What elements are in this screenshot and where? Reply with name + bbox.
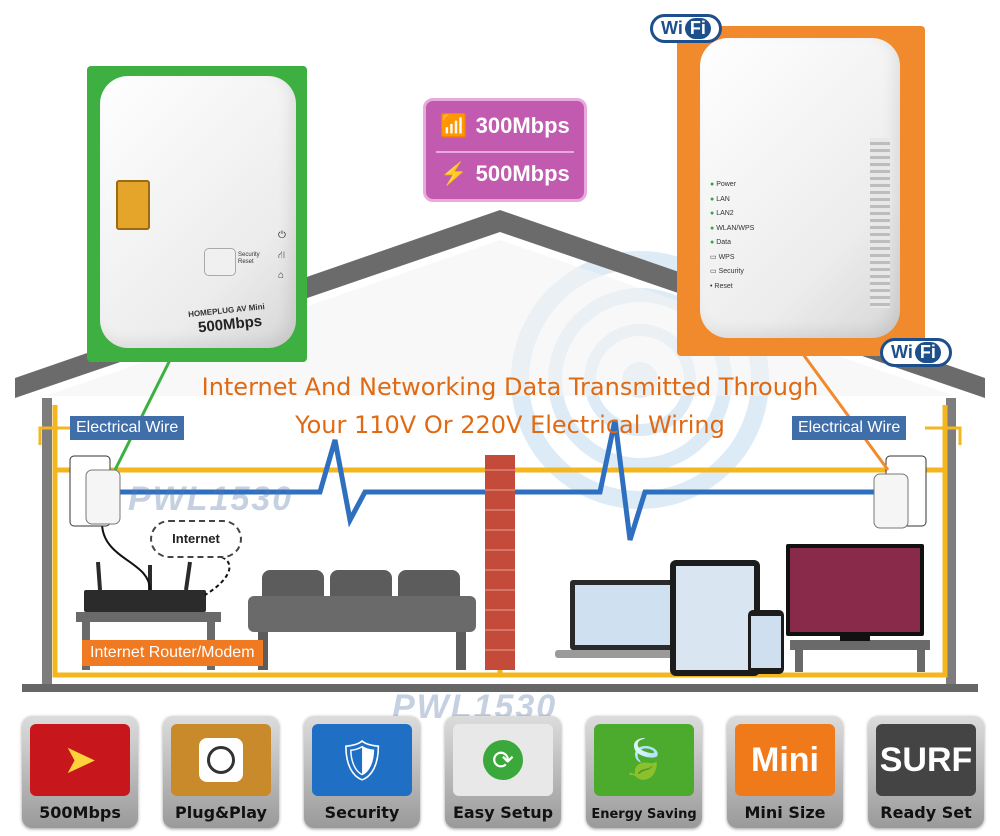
electrical-wire-label-right: Electrical Wire: [792, 416, 907, 440]
led-icons: ⏻⛙⌂: [278, 230, 286, 281]
shield-lock-icon: 🛡: [336, 738, 388, 783]
feature-label: Mini Size: [744, 803, 826, 822]
btn-wps: ▭ WPS: [710, 253, 735, 261]
sofa: [248, 570, 476, 670]
laptop: [555, 580, 695, 658]
tile-plug-play: [171, 724, 271, 796]
wall-outlet-right: [873, 455, 927, 529]
feature-energy-saving: 🍃 Energy Saving: [586, 716, 702, 828]
tv: [786, 544, 924, 641]
tablet: [670, 560, 760, 676]
mini-text-icon: Mini: [751, 740, 819, 779]
surf-text-icon: SURF: [879, 740, 973, 779]
powerline-adapter-left: Security Reset ⏻⛙⌂ HOMEPLUG AV Mini 500M…: [100, 76, 296, 348]
watermark-top: PWL1530: [128, 480, 294, 518]
tile-mini-size: Mini: [735, 724, 835, 796]
security-reset-label: Security Reset: [238, 252, 260, 265]
headline: Internet And Networking Data Transmitted…: [160, 368, 860, 444]
wifi-speed-row: 📶 300Mbps: [426, 113, 584, 139]
feature-easy-setup: ⟳ Easy Setup: [445, 716, 561, 828]
wifi-speed: 300Mbps: [475, 113, 570, 138]
headline-line1: Internet And Networking Data Transmitted…: [201, 373, 819, 401]
headline-line2: Your 110V Or 220V Electrical Wiring: [295, 411, 725, 439]
feature-label: Easy Setup: [452, 803, 554, 822]
ethernet-port: [116, 180, 150, 230]
speed-arrows-icon: ➤: [63, 738, 97, 782]
feature-mini-size: Mini Mini Size: [727, 716, 843, 828]
feature-security: 🛡 Security: [304, 716, 420, 828]
wifi-icon: 📶: [440, 113, 468, 138]
powerline-speed: 500Mbps: [475, 161, 570, 186]
feature-label: 500Mbps: [39, 803, 121, 822]
feature-ready-set: SURF Ready Set: [868, 716, 984, 828]
electrical-wire-label-left: Electrical Wire: [70, 416, 185, 440]
led-data: ● Data: [710, 239, 731, 246]
security-reset-button: [204, 248, 236, 276]
router: [84, 590, 206, 612]
leaf-icon: 🍃: [620, 739, 668, 781]
tile-ready-set: SURF: [876, 724, 976, 796]
feature-plug-play: Plug&Play: [163, 716, 279, 828]
sync-icon: ⟳: [483, 740, 523, 780]
powerline-speed-row: ⚡ 500Mbps: [426, 161, 584, 187]
tv-desk: [790, 640, 930, 672]
feature-500mbps: ➤ 500Mbps: [22, 716, 138, 828]
brick-pillar: [485, 455, 515, 670]
powerline-signal: [120, 419, 880, 541]
feature-label: Ready Set: [880, 803, 972, 822]
phone: [748, 610, 784, 674]
led-list: ● Power ● LAN ● LAN2 ● WLAN/WPS ● Data ▭…: [710, 178, 754, 294]
vent-grille: [870, 138, 890, 308]
btn-security: ▭ Security: [710, 268, 744, 275]
tile-easy-setup: ⟳: [453, 724, 553, 796]
floor: [22, 684, 978, 692]
tile-500mbps: ➤: [30, 724, 130, 796]
led-lan: ● LAN: [710, 195, 730, 203]
tile-security: 🛡: [312, 724, 412, 796]
lightning-icon: ⚡: [440, 161, 468, 186]
wall-outlet-left: [69, 455, 121, 527]
wall-left: [42, 398, 52, 688]
power-socket-icon: [199, 738, 243, 782]
btn-reset: • Reset: [710, 282, 733, 290]
led-power: ● Power: [710, 181, 737, 188]
led-lan2: ● LAN2: [710, 210, 734, 217]
router-label: Internet Router/Modem: [82, 640, 263, 666]
wall-right: [946, 398, 956, 688]
internet-cloud: Internet: [150, 520, 242, 558]
speed-badge: 📶 300Mbps ⚡ 500Mbps: [423, 98, 587, 202]
wifi-powerline-adapter-right: ● Power ● LAN ● LAN2 ● WLAN/WPS ● Data ▭…: [700, 38, 900, 338]
feature-label: Plug&Play: [175, 803, 267, 822]
feature-label: Security: [324, 803, 400, 822]
led-wlan: ● WLAN/WPS: [710, 224, 755, 232]
feature-label: Energy Saving: [591, 807, 697, 822]
tile-energy-saving: 🍃: [594, 724, 694, 796]
